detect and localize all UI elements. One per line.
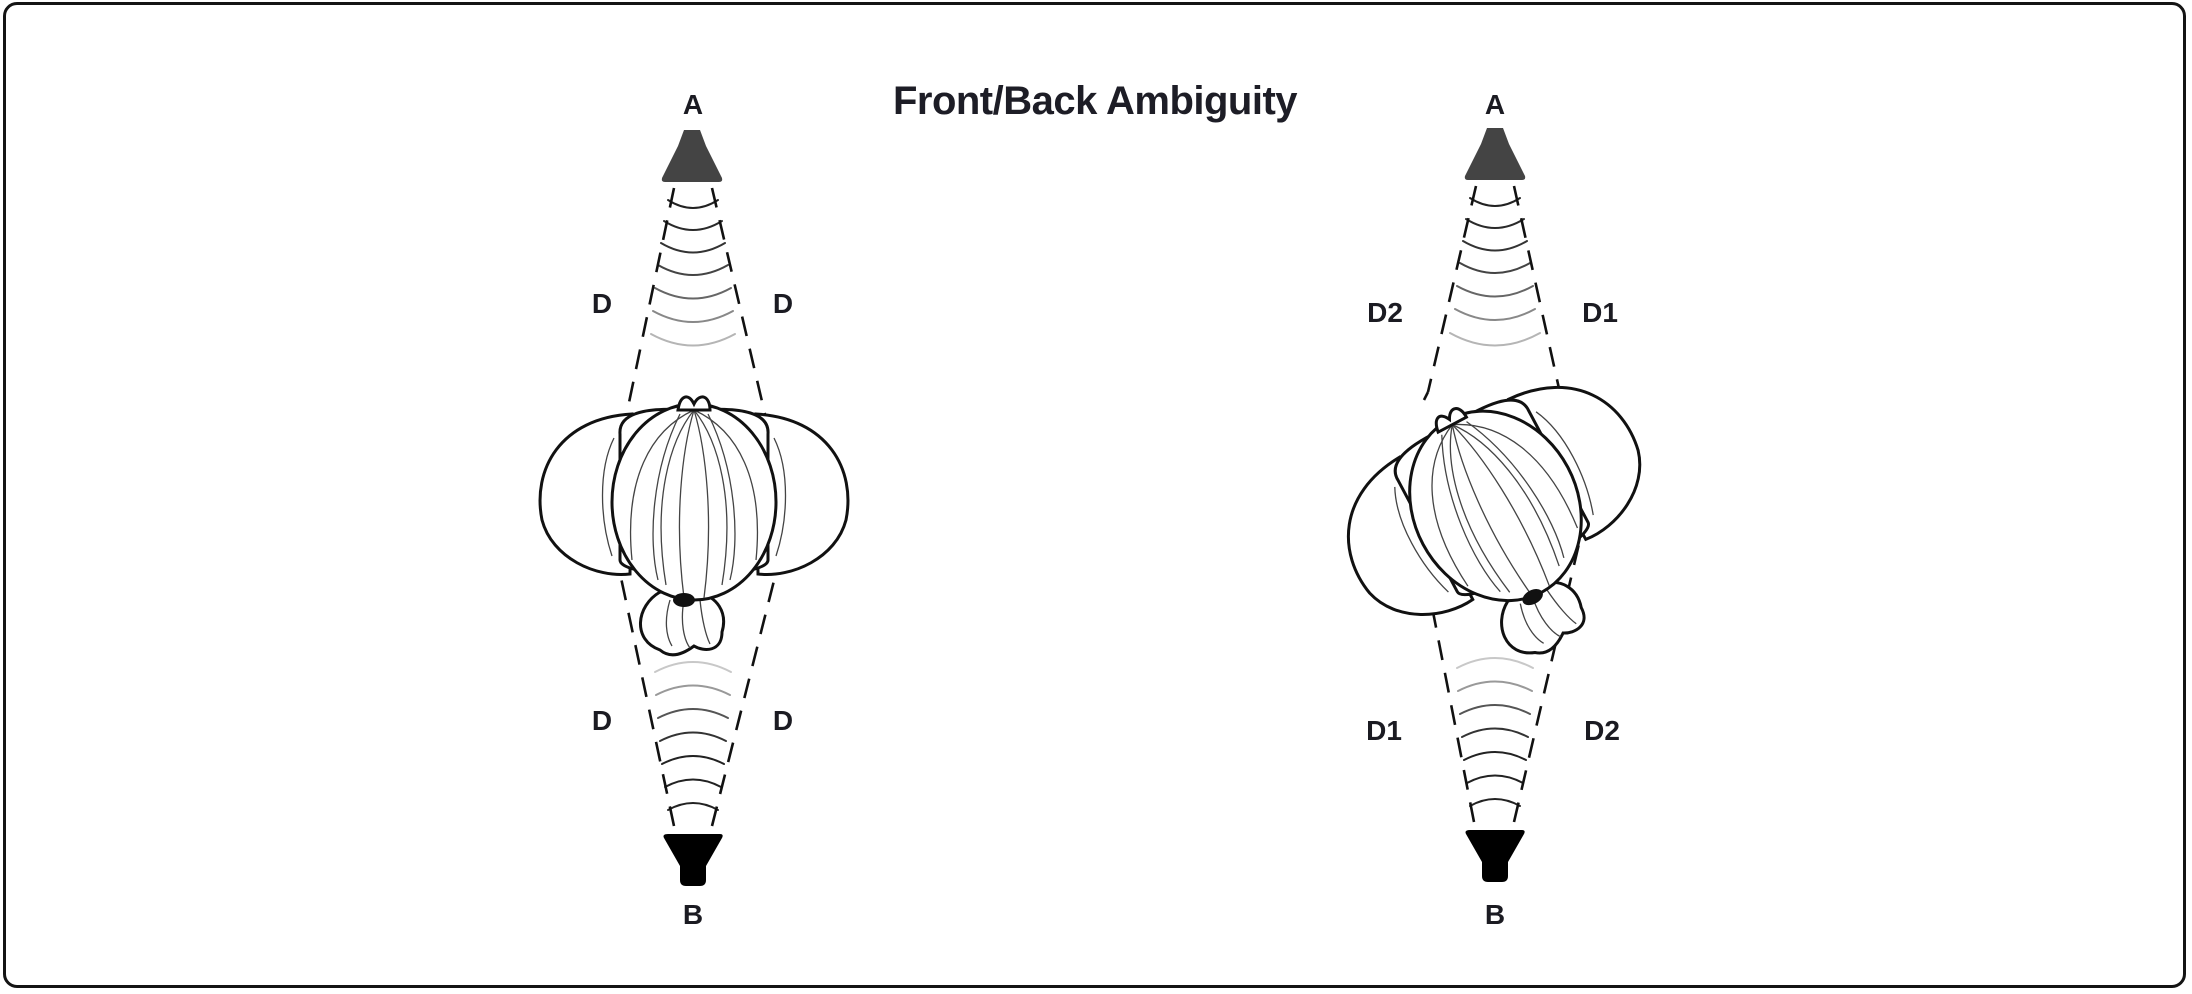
sound-waves-a-left xyxy=(650,199,736,347)
path-label-bottom-left-left: D xyxy=(592,705,612,736)
speaker-b-label-left: B xyxy=(683,899,703,930)
path-lines-right xyxy=(1423,185,1595,823)
path-arrows-right xyxy=(1422,391,1430,401)
speaker-a-label-left: A xyxy=(683,89,703,120)
speaker-b-right xyxy=(1465,830,1525,882)
speaker-b-label-right: B xyxy=(1485,899,1505,930)
path-label-top-right-left: D xyxy=(773,288,793,319)
left-panel: A B xyxy=(538,89,850,930)
speaker-a-right xyxy=(1464,128,1526,180)
right-panel: A B xyxy=(1346,89,1642,930)
listener-head-right xyxy=(1346,385,1642,655)
path-label-bottom-left-right: D1 xyxy=(1366,715,1402,746)
diagram-title: Front/Back Ambiguity xyxy=(893,79,1298,123)
speaker-a-left xyxy=(661,130,723,182)
path-label-bottom-right-right: D2 xyxy=(1584,715,1620,746)
sound-waves-b-right xyxy=(1456,657,1534,807)
sound-waves-a-right xyxy=(1449,197,1541,347)
path-label-top-left-right: D2 xyxy=(1367,297,1403,328)
sound-waves-b-left xyxy=(654,661,732,811)
speaker-b-left xyxy=(663,834,723,886)
listener-head-left xyxy=(538,395,850,657)
path-label-bottom-right-left: D xyxy=(773,705,793,736)
path-label-top-left-left: D xyxy=(592,288,612,319)
speaker-a-label-right: A xyxy=(1485,89,1505,120)
diagram-frame xyxy=(3,2,2186,988)
path-label-top-right-right: D1 xyxy=(1582,297,1618,328)
